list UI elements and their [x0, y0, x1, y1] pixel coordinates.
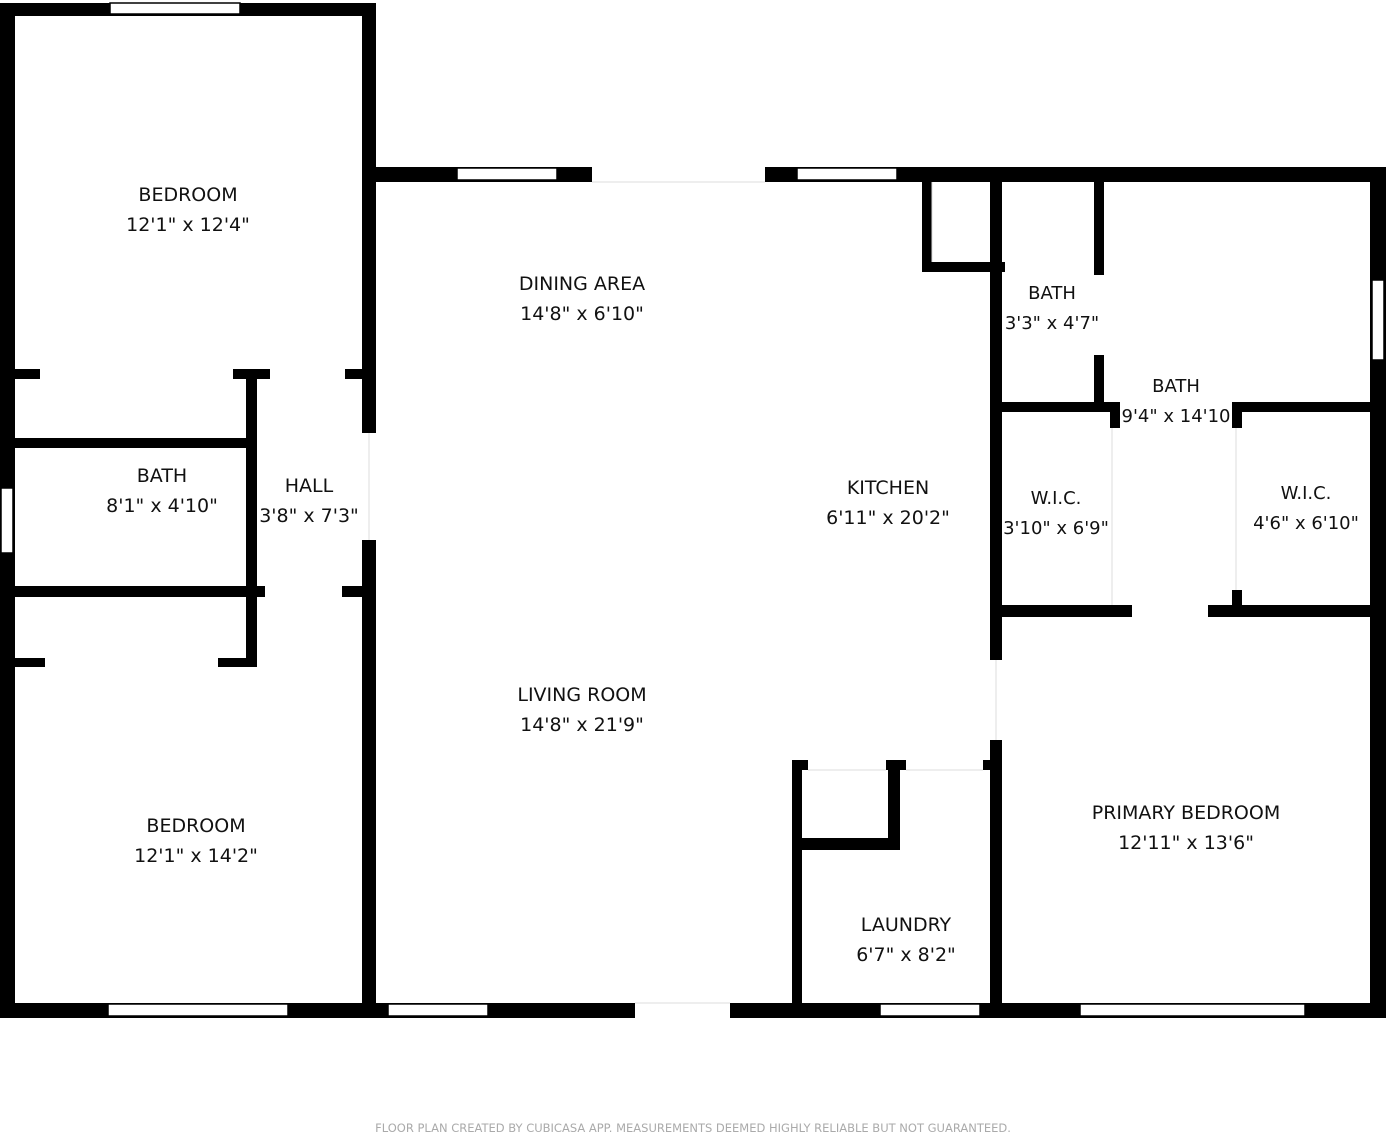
openings: [368, 181, 1237, 1004]
room-label-wic-2: W.I.C.4'6" x 6'10": [1253, 483, 1359, 534]
windows: [0, 2, 1385, 1017]
footer-disclaimer: FLOOR PLAN CREATED BY CUBICASA APP. MEAS…: [375, 1121, 1011, 1135]
room-label-wic-1: W.I.C.3'10" x 6'9": [1003, 488, 1109, 539]
